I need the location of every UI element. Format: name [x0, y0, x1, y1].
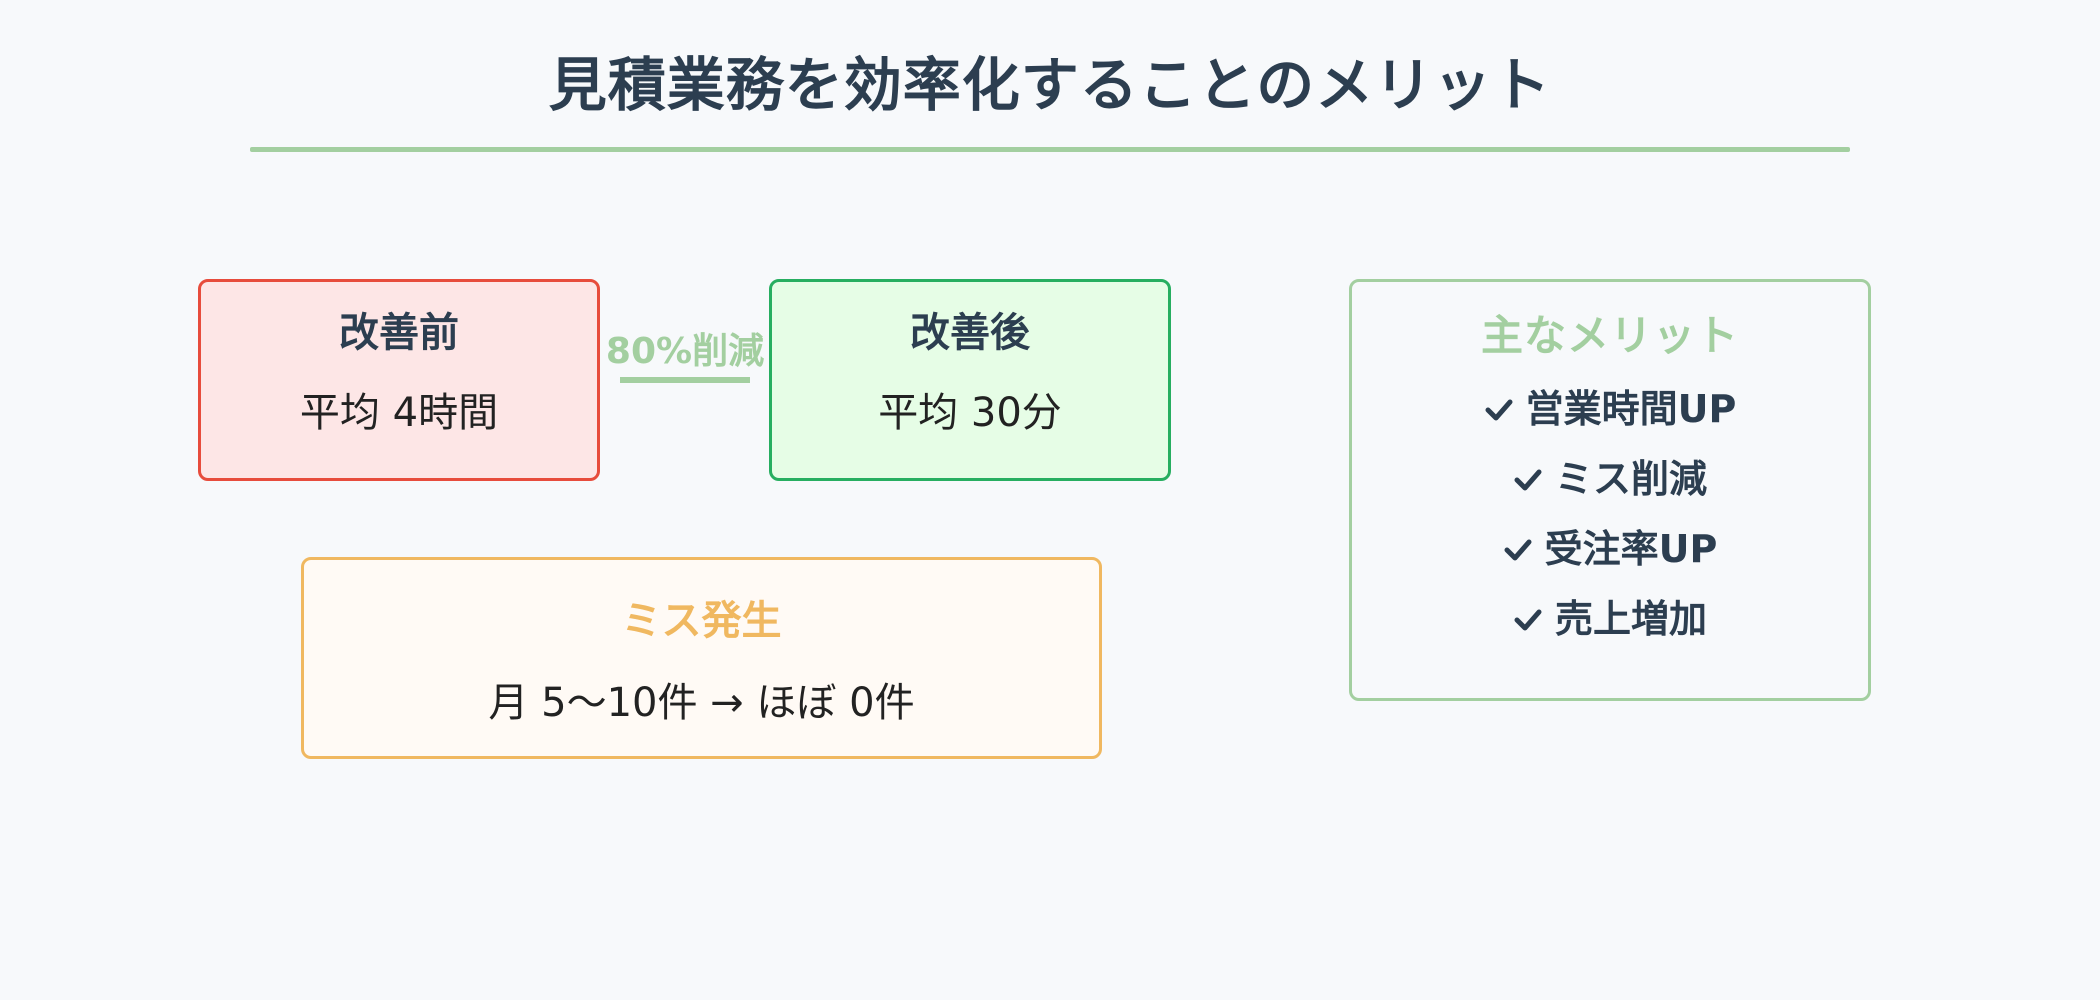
miss-value: 月 5〜10件 → ほぼ 0件 [488, 680, 915, 726]
merit-item: 受注率UP [1352, 514, 1868, 584]
check-icon [1484, 394, 1514, 424]
reduction-connector-line [620, 377, 750, 383]
merits-box: 主なメリット 営業時間UP ミス削減 受注率UP [1349, 279, 1871, 701]
merits-heading: 主なメリット [1480, 311, 1739, 360]
check-icon [1513, 604, 1543, 634]
check-icon [1503, 534, 1533, 564]
merit-item: 営業時間UP [1352, 374, 1868, 444]
reduction-label: 80%削減 [605, 331, 765, 372]
page-title: 見積業務を効率化することのメリット [548, 51, 1552, 119]
before-value: 平均 4時間 [299, 390, 499, 436]
title-divider [250, 147, 1850, 152]
merit-label: 受注率UP [1544, 527, 1718, 571]
merit-label: 営業時間UP [1525, 387, 1737, 431]
merit-label: 売上増加 [1554, 597, 1707, 641]
merit-item: 売上増加 [1352, 584, 1868, 654]
after-box: 改善後 平均 30分 [769, 279, 1171, 481]
check-icon [1513, 464, 1543, 494]
merits-list: 営業時間UP ミス削減 受注率UP 売上増加 [1352, 374, 1868, 654]
miss-box: ミス発生 月 5〜10件 → ほぼ 0件 [301, 557, 1102, 759]
merit-item: ミス削減 [1352, 444, 1868, 514]
before-heading: 改善前 [339, 310, 459, 356]
miss-heading: ミス発生 [621, 598, 782, 644]
after-value: 平均 30分 [878, 390, 1062, 436]
before-box: 改善前 平均 4時間 [198, 279, 600, 481]
after-heading: 改善後 [910, 310, 1030, 356]
merit-label: ミス削減 [1554, 457, 1707, 501]
